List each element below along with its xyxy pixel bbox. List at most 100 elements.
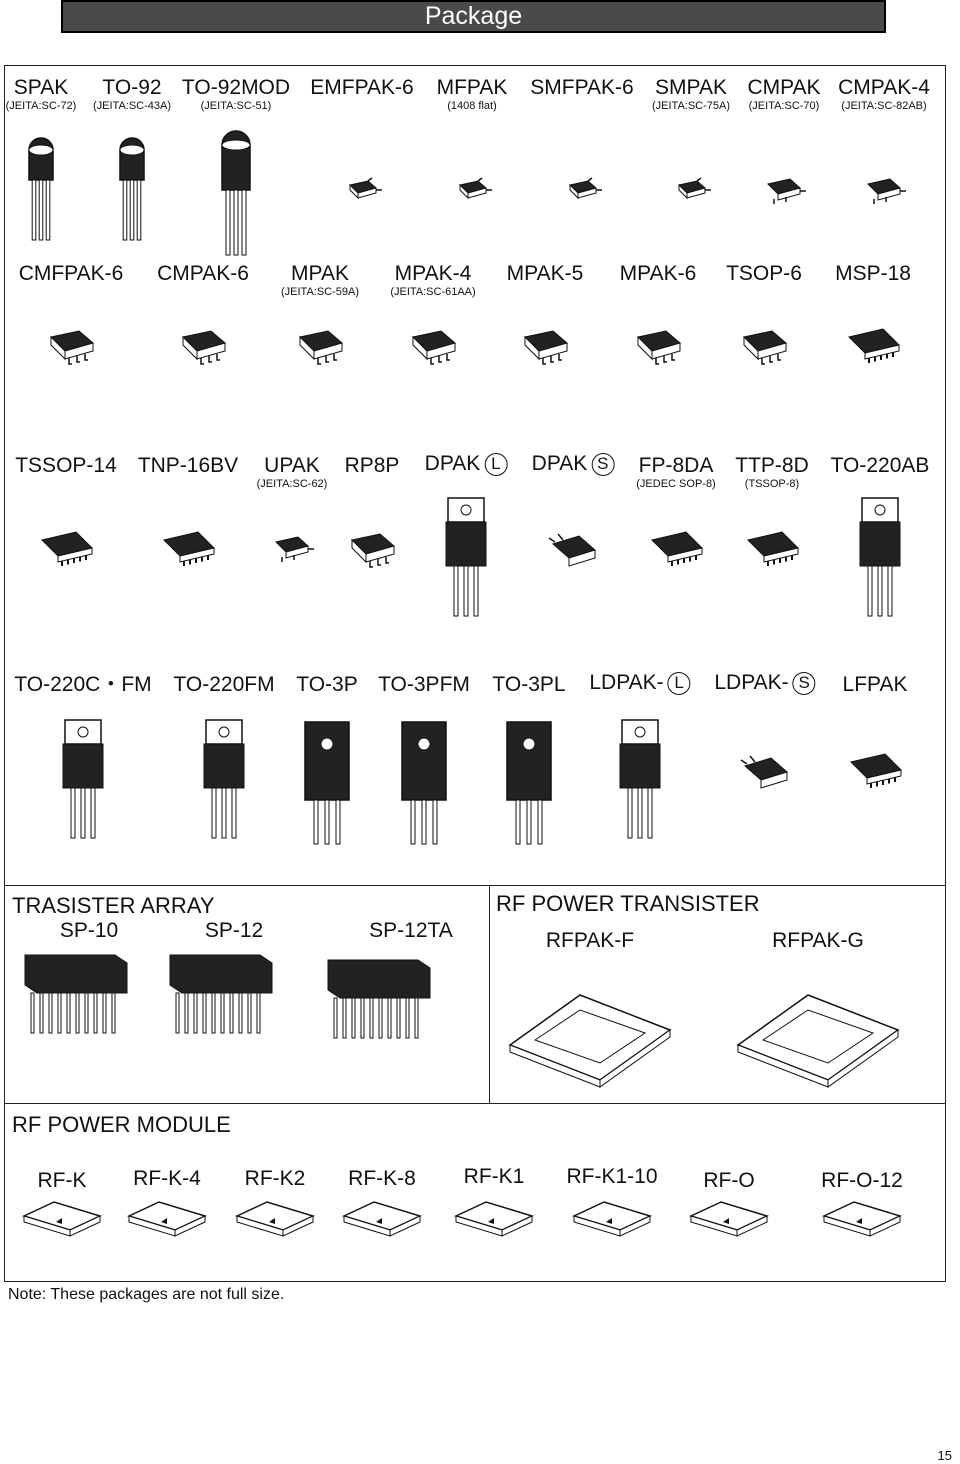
package-tssop-14: TSSOP-14 xyxy=(15,454,117,477)
drawing-tssop-14 xyxy=(41,531,93,566)
drawing-ldpak-s xyxy=(740,755,789,789)
drawing-rf-k-8 xyxy=(341,1201,423,1237)
drawing-upak xyxy=(275,536,314,562)
package-smfpak-6: SMFPAK-6 xyxy=(530,76,634,99)
drawing-to-3pfm xyxy=(401,721,447,845)
drawing-ldpak-l xyxy=(619,719,661,839)
drawing-to-92mod xyxy=(221,130,251,256)
divider-rf xyxy=(489,885,490,1103)
package-rf-k1-10: RF-K1-10 xyxy=(566,1165,658,1188)
drawing-tnp-16bv xyxy=(163,531,215,566)
page-title: Package xyxy=(61,0,886,33)
package-ttp-8d: TTP-8D(TSSOP-8) xyxy=(735,454,809,491)
drawing-sp-12ta xyxy=(327,959,431,1039)
package-msp-18: MSP-18 xyxy=(835,262,911,285)
rf-power-module-title: RF POWER MODULE xyxy=(12,1112,231,1137)
package-sp-10: SP-10 xyxy=(59,919,119,942)
drawing-to-92 xyxy=(119,137,145,241)
drawing-rf-k1-10 xyxy=(571,1201,653,1237)
package-fp-8da: FP-8DA(JEDEC SOP-8) xyxy=(636,454,716,491)
package-to-92mod: TO-92MOD(JEITA:SC-51) xyxy=(181,76,291,113)
drawing-lfpak xyxy=(850,753,902,788)
package-spak: SPAK(JEITA:SC-72) xyxy=(5,76,77,113)
drawing-spak xyxy=(28,137,54,241)
dpak-l-circle-label: L xyxy=(484,453,508,476)
page-number: 15 xyxy=(937,1448,952,1463)
drawing-rf-k xyxy=(21,1201,103,1237)
drawing-rf-o xyxy=(688,1201,770,1237)
package-rf-o-12: RF-O-12 xyxy=(821,1169,903,1192)
ldpak-s-circle-label: S xyxy=(792,672,816,695)
drawing-cmpak-4 xyxy=(867,178,906,204)
package-sp-12ta: SP-12TA xyxy=(369,919,453,942)
package-lfpak: LFPAK xyxy=(842,673,908,696)
drawing-cmpak xyxy=(767,178,806,204)
drawing-fp-8da xyxy=(651,531,703,566)
drawing-rf-o-12 xyxy=(821,1201,903,1237)
drawing-rfpak-g xyxy=(736,994,900,1088)
drawing-to-3pl xyxy=(506,721,552,845)
package-table xyxy=(4,65,946,1282)
drawing-mpak-6 xyxy=(636,330,682,365)
package-rf-k2: RF-K2 xyxy=(244,1167,306,1190)
package-sp-12: SP-12 xyxy=(204,919,264,942)
footnote: Note: These packages are not full size. xyxy=(8,1286,285,1303)
package-upak: UPAK(JEITA:SC-62) xyxy=(256,454,328,491)
drawing-to-220c-fm xyxy=(62,719,104,839)
package-ldpak-l: LDPAK-L xyxy=(589,672,691,696)
drawing-mpak-5 xyxy=(523,330,569,365)
package-to-3p: TO-3P xyxy=(296,673,358,696)
divider-arrays xyxy=(5,885,945,886)
package-to-220ab: TO-220AB xyxy=(830,454,930,477)
drawing-rfpak-f xyxy=(508,994,672,1088)
package-cmpak-4: CMPAK-4(JEITA:SC-82AB) xyxy=(838,76,930,113)
package-emfpak-6: EMFPAK-6 xyxy=(310,76,414,99)
drawing-smpak xyxy=(678,177,711,200)
drawing-emfpak-6 xyxy=(349,177,382,200)
drawing-msp-18 xyxy=(848,328,900,363)
drawing-rf-k2 xyxy=(234,1201,316,1237)
package-to-3pfm: TO-3PFM xyxy=(378,673,470,696)
package-mpak: MPAK(JEITA:SC-59A) xyxy=(280,262,360,299)
package-rf-k1: RF-K1 xyxy=(463,1165,525,1188)
package-cmfpak-6: CMFPAK-6 xyxy=(18,262,124,285)
drawing-to-220fm xyxy=(203,719,245,839)
drawing-mpak-4 xyxy=(411,330,457,365)
drawing-rf-k1 xyxy=(453,1201,535,1237)
drawing-dpakl xyxy=(445,497,487,617)
package-rf-k: RF-K xyxy=(37,1169,87,1192)
package-rf-k-8: RF-K-8 xyxy=(348,1167,416,1190)
package-cmpak: CMPAK(JEITA:SC-70) xyxy=(747,76,821,113)
divider-modules xyxy=(5,1103,945,1104)
drawing-smfpak-6 xyxy=(569,177,602,200)
package-rfpak-g: RFPAK-G xyxy=(772,929,864,952)
drawing-mpak xyxy=(298,330,344,365)
package-mpak-4: MPAK-4(JEITA:SC-61AA) xyxy=(390,262,476,299)
package-ldpak-s: LDPAK-S xyxy=(714,672,816,696)
drawing-sp-10 xyxy=(24,954,128,1034)
package-to-3pl: TO-3PL xyxy=(492,673,566,696)
package-tnp-16bv: TNP-16BV xyxy=(137,454,239,477)
package-mpak-6: MPAK-6 xyxy=(619,262,697,285)
package-tsop-6: TSOP-6 xyxy=(726,262,802,285)
package-drawings xyxy=(21,130,906,1237)
drawing-cmfpak-6 xyxy=(49,330,95,365)
drawing-rf-k-4 xyxy=(126,1201,208,1237)
drawing-ttp-8d xyxy=(747,531,799,566)
package-rf-k-4: RF-K-4 xyxy=(133,1167,201,1190)
drawing-sp-12 xyxy=(169,954,273,1034)
drawing-to-3p xyxy=(304,721,350,845)
drawing-cmpak-6 xyxy=(181,330,227,365)
drawing-tsop-6 xyxy=(742,330,788,365)
drawing-to-220ab xyxy=(859,497,901,617)
drawing-rp8p xyxy=(350,533,396,568)
ldpak-l-circle-label: L xyxy=(667,672,691,695)
package-mfpak: MFPAK(1408 flat) xyxy=(436,76,508,113)
drawing-mfpak xyxy=(459,177,492,200)
package-to-92: TO-92(JEITA:SC-43A) xyxy=(92,76,172,113)
package-to-220fm: TO-220FM xyxy=(173,673,275,696)
package-cmpak-6: CMPAK-6 xyxy=(157,262,249,285)
drawing-dpaks xyxy=(548,533,597,567)
